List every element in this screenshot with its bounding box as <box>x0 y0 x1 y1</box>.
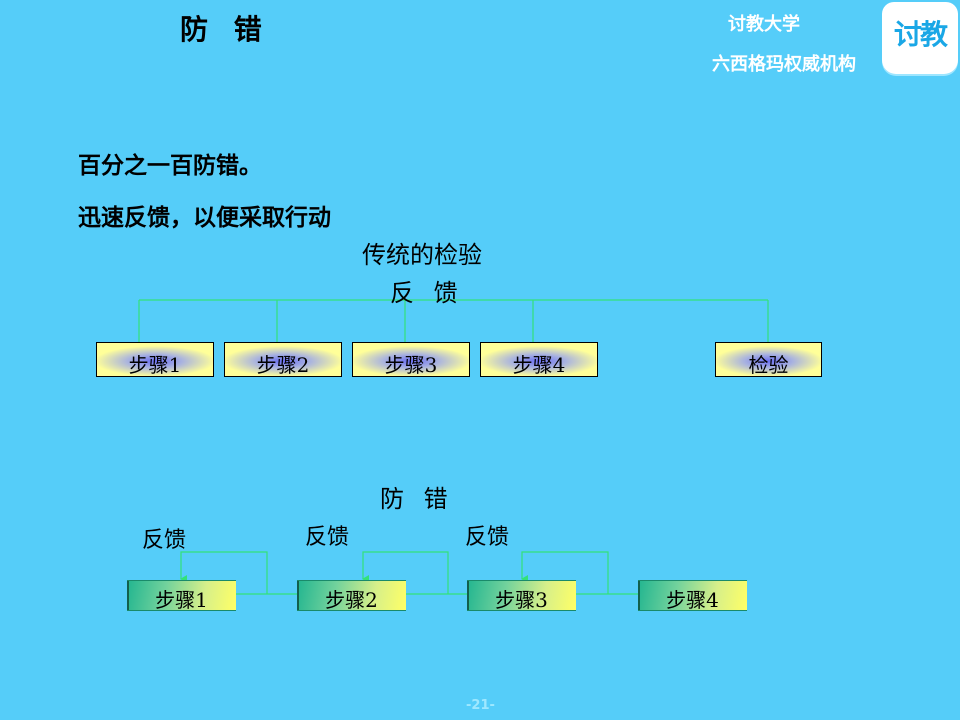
traditional-feedback-label: 反 馈 <box>390 279 464 307</box>
page-number: -21- <box>466 698 495 713</box>
trad-step-2-box: 步骤2 <box>224 342 342 377</box>
bullet-full-mistake-proofing: 百分之一百防错。 <box>78 152 262 179</box>
mistake-proofing-title: 防 错 <box>380 485 454 513</box>
trad-step-1-box: 步骤1 <box>96 342 214 377</box>
trad-inspection-label: 检验 <box>748 353 789 377</box>
mp-feedback-loop-2 <box>362 551 449 594</box>
trad-inspection-box: 检验 <box>715 342 822 377</box>
mp-feedback-label-2: 反馈 <box>305 525 350 550</box>
brand-tagline: 六西格玛权威机构 <box>712 54 856 75</box>
mp-step-1-box: 步骤1 <box>127 580 236 612</box>
mp-feedback-loop-3 <box>521 551 609 594</box>
logo-text: 讨教 <box>893 18 948 51</box>
mp-step-4-label: 步骤4 <box>666 588 719 612</box>
trad-step-4-box: 步骤4 <box>480 342 598 377</box>
trad-step-3-label: 步骤3 <box>384 353 438 377</box>
mp-feedback-loop-1 <box>180 551 268 594</box>
trad-step-1-label: 步骤1 <box>128 353 182 377</box>
mp-feedback-label-3: 反馈 <box>465 525 510 550</box>
trad-step-2-label: 步骤2 <box>256 353 310 377</box>
mp-step-3-label: 步骤3 <box>495 588 548 612</box>
brand-logo: 讨教 <box>882 2 958 74</box>
trad-step-4-label: 步骤4 <box>512 353 566 377</box>
mp-step-1-label: 步骤1 <box>155 588 208 612</box>
traditional-inspection-title: 传统的检验 <box>362 241 482 269</box>
trad-step-3-box: 步骤3 <box>352 342 470 377</box>
slide-title: 防 错 <box>180 13 270 46</box>
bullet-quick-feedback: 迅速反馈，以便采取行动 <box>78 204 331 231</box>
mp-step-2-box: 步骤2 <box>297 580 406 612</box>
mp-step-2-label: 步骤2 <box>325 588 378 612</box>
mp-step-3-box: 步骤3 <box>467 580 576 612</box>
brand-name: 讨教大学 <box>728 14 800 35</box>
mp-feedback-label-1: 反馈 <box>142 528 187 553</box>
mp-step-4-box: 步骤4 <box>638 580 747 612</box>
